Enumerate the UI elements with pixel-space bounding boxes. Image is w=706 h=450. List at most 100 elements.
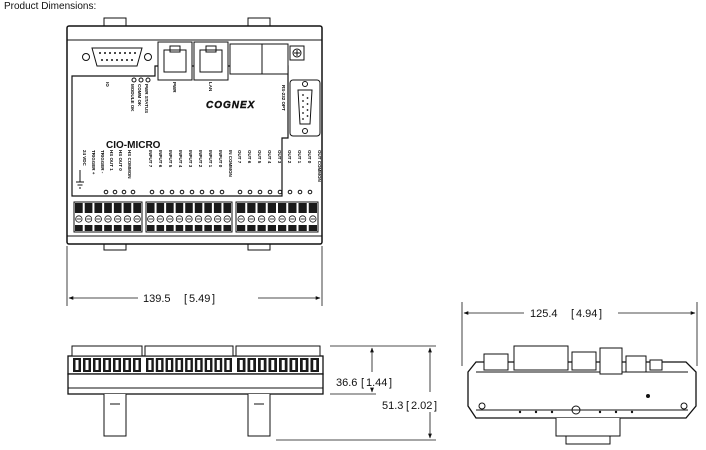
rail-clip-top-right — [247, 17, 271, 27]
height-total-mm: 51.3 — [382, 400, 403, 412]
led-pwr-status — [145, 77, 151, 83]
rs232-port-label: RS-232 OPT — [281, 85, 286, 111]
terminal-screw — [113, 203, 122, 231]
rs232-connector — [297, 89, 313, 125]
label-panel — [71, 65, 289, 197]
side-screw-right — [680, 402, 688, 410]
front-terminal-tooth — [83, 358, 91, 372]
io-port-label: IO — [105, 82, 110, 87]
adjust-screw — [292, 48, 302, 58]
terminal-label: OUT COMMON — [317, 150, 322, 182]
front-terminal-tooth — [113, 358, 121, 372]
status-led-label: PWR STATUS — [144, 84, 149, 113]
height-body-bracket-close: ] — [389, 377, 392, 389]
terminal-label: INPUT 5 — [168, 150, 173, 168]
io-connector — [91, 47, 143, 67]
status-led-label: MODULE OK — [130, 84, 135, 112]
terminal-screw — [237, 203, 246, 231]
front-terminal-tooth — [279, 358, 288, 372]
brand-logo-cognex: COGNEX — [206, 100, 256, 111]
side-rj45 — [571, 351, 597, 371]
terminal-screw — [175, 203, 184, 231]
front-rail-clip-right — [247, 394, 271, 437]
rs232-screw-top — [302, 81, 308, 87]
lan-port-jack — [199, 49, 223, 73]
side-cover — [599, 347, 623, 375]
terminal-screw — [194, 203, 203, 231]
status-led-label: COMM OK — [137, 84, 142, 107]
front-view — [67, 345, 324, 437]
rs232-screw-bottom — [302, 128, 308, 134]
front-terminal-tooth — [214, 358, 223, 372]
front-body — [67, 373, 324, 395]
dimension-depth — [461, 302, 698, 366]
front-terminal-tooth — [103, 358, 111, 372]
rail-clip-top-left — [103, 17, 127, 27]
terminal-screw — [204, 203, 212, 231]
terminal-screw — [133, 203, 141, 231]
terminal-label: OUT 6 — [247, 150, 252, 164]
dimension-heights — [276, 345, 436, 441]
terminal-screw — [298, 203, 307, 231]
top-view — [66, 17, 323, 251]
terminal-label: OUT 0 — [307, 150, 312, 164]
terminal-label: OUT 2 — [287, 150, 292, 164]
terminal-label: INPUT 0 — [218, 150, 223, 168]
side-terminal — [483, 353, 509, 371]
terminal-screw — [308, 203, 317, 231]
terminal-led-row — [103, 189, 313, 195]
width-in: 5.49 — [189, 293, 210, 305]
model-label: CIO-MICRO — [106, 140, 161, 151]
front-terminal-tooth — [93, 358, 101, 372]
terminal-screw — [166, 203, 174, 231]
terminal-label: OUT 4 — [267, 150, 272, 164]
side-screw-left — [478, 402, 486, 410]
terminal-screw — [257, 203, 266, 231]
pwr-port-jack — [163, 49, 187, 73]
front-terminal-tooth — [185, 358, 193, 372]
ground-symbol — [76, 170, 84, 189]
terminal-label: INPUT 6 — [158, 150, 163, 168]
lan-port-housing — [193, 41, 229, 81]
io-connector-screw-left — [82, 53, 90, 61]
terminal-label: OUT 1 — [297, 150, 302, 164]
front-terminal-tooth — [165, 358, 174, 372]
top-view-labels: COGNEX CIO-MICRO IO PWR LAN RS-232 OPT M… — [82, 82, 322, 182]
depth-bracket-open: [ — [571, 308, 574, 320]
front-terminal-tooth — [224, 358, 232, 372]
terminal-screw — [75, 203, 83, 231]
pwr-port-latch — [169, 45, 181, 53]
front-terminal-tooth — [289, 358, 298, 372]
front-terminal-tooth — [133, 358, 141, 372]
terminal-label: INPUT 7 — [148, 150, 153, 168]
height-body-mm: 36.6 — [336, 377, 357, 389]
terminal-label: IN COMMON — [228, 150, 233, 177]
io-connector-screw-right — [144, 53, 152, 61]
terminal-screw — [247, 203, 256, 231]
front-terminal-tooth — [194, 358, 203, 372]
height-body-bracket-open: [ — [361, 377, 364, 389]
side-db9 — [625, 355, 647, 373]
front-terminal-tooth — [258, 358, 267, 372]
dimension-width — [66, 246, 323, 306]
front-terminal-tooth — [73, 358, 81, 372]
terminal-screw — [213, 203, 222, 231]
side-rail-foot — [565, 436, 611, 445]
terminal-screw — [278, 203, 287, 231]
terminal-label: INPUT 1 — [208, 150, 213, 168]
terminal-label: INPUT 2 — [198, 150, 203, 168]
height-total-bracket-open: [ — [406, 400, 409, 412]
front-terminal-tooth — [146, 358, 154, 372]
front-rail-clip-left — [103, 394, 127, 437]
front-terminal-tooth — [300, 358, 309, 372]
width-bracket-open: [ — [184, 293, 187, 305]
depth-bracket-close: ] — [599, 308, 602, 320]
front-terminal-tooth — [123, 358, 131, 372]
terminal-screw — [267, 203, 276, 231]
page-title: Product Dimensions: — [4, 1, 97, 12]
lan-port-label: LAN — [208, 82, 213, 91]
depth-in: 4.94 — [576, 308, 597, 320]
front-terminal-tooth — [310, 358, 319, 372]
terminal-screw — [123, 203, 132, 231]
